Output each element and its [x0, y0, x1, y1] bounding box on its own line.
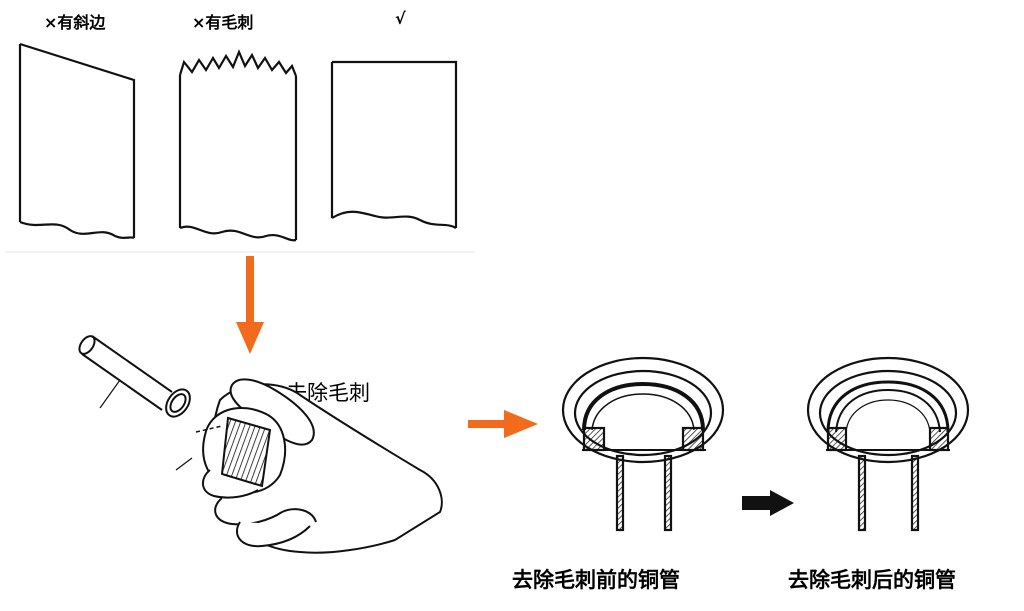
hand-deburring-tool	[175, 378, 443, 554]
label-beveled: ×有斜边	[44, 13, 106, 32]
pipe-burred	[178, 49, 298, 242]
copper-pipe	[78, 335, 191, 418]
label-after-deburr: 去除毛刺后的铜管	[788, 568, 956, 592]
orange-down-arrow	[236, 256, 264, 354]
black-right-arrow	[742, 490, 794, 516]
pipe-end-after	[806, 356, 970, 532]
pipe-correct	[330, 60, 458, 229]
label-correct: √	[395, 9, 406, 28]
label-burred: ×有毛刺	[192, 13, 254, 32]
pipe-beveled	[18, 42, 136, 240]
label-before-deburr: 去除毛刺前的铜管	[512, 568, 680, 592]
pipe-end-before	[561, 356, 725, 532]
orange-right-arrow	[468, 410, 538, 438]
